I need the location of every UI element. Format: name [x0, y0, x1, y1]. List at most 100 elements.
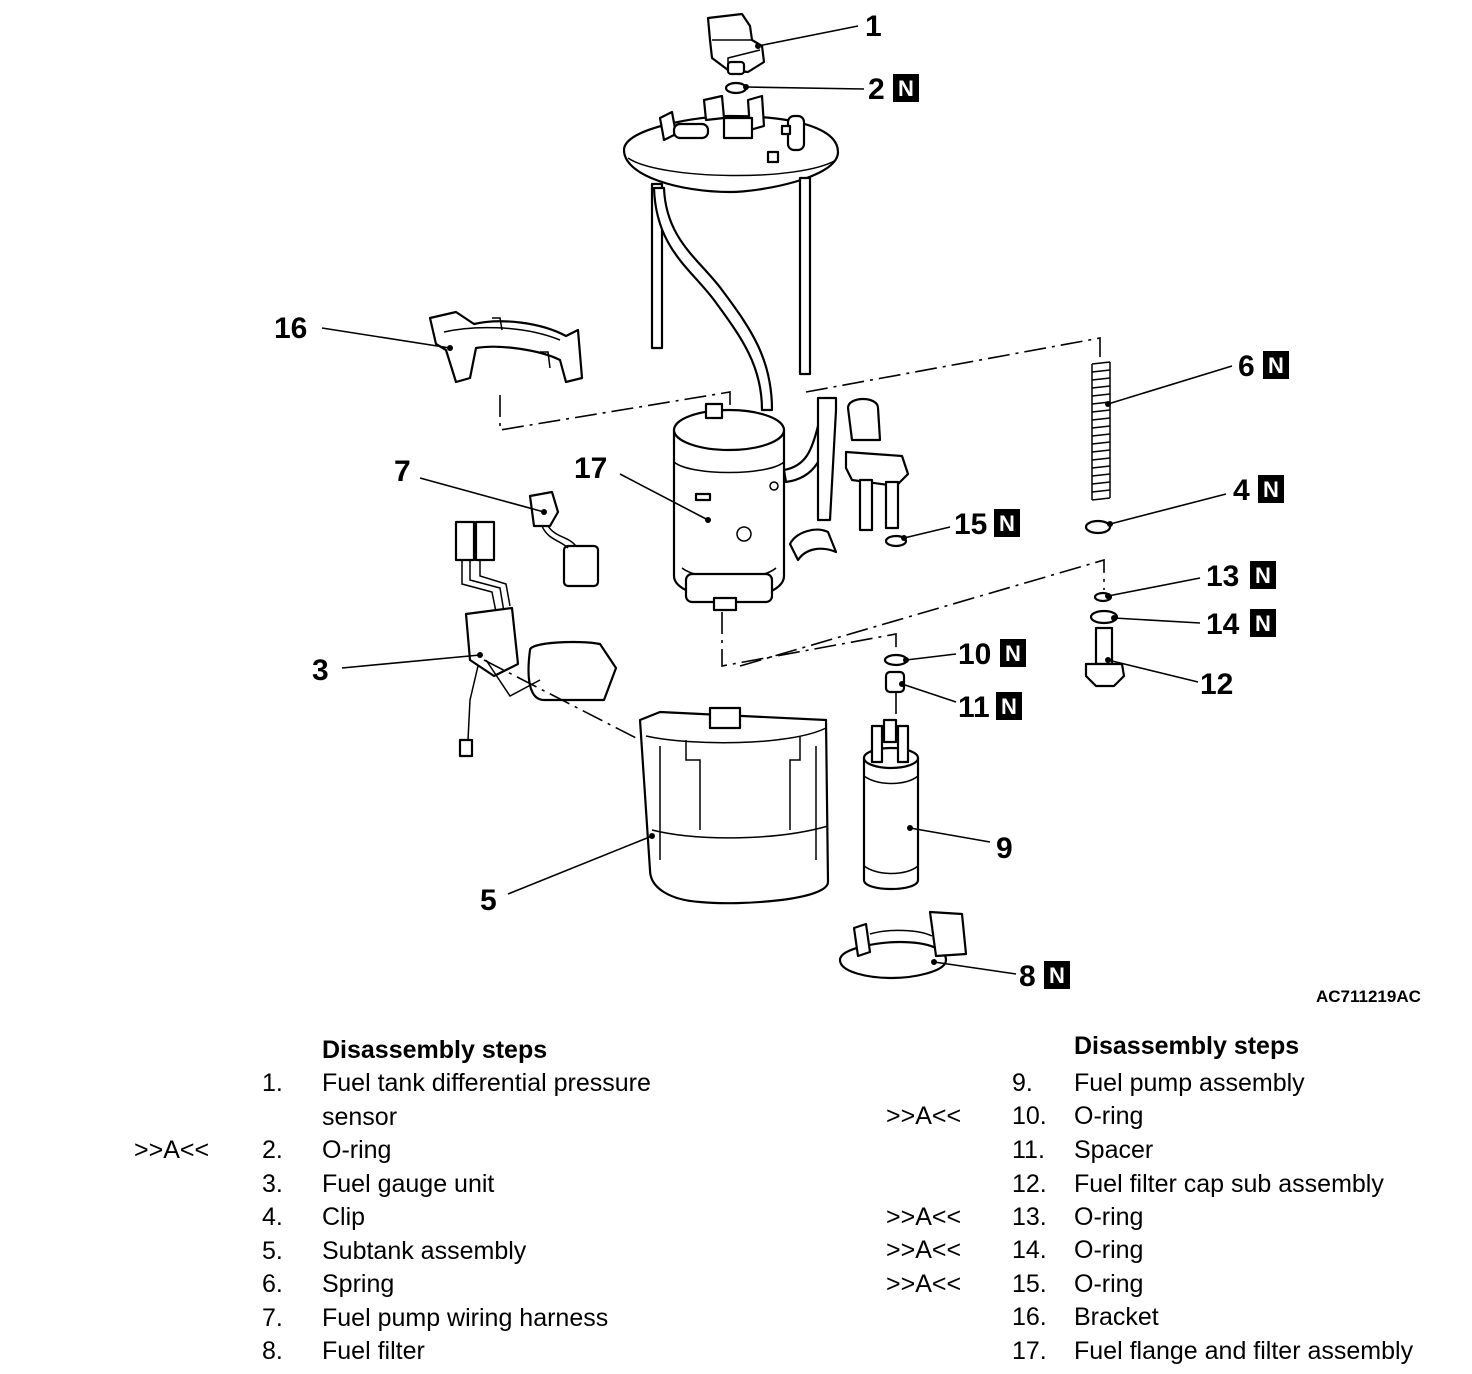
new-part-badge — [1044, 961, 1070, 989]
callout-6: 6 — [1238, 350, 1255, 383]
part-wiring-harness — [528, 490, 600, 588]
part-bracket — [428, 310, 584, 384]
step-number: 1. — [262, 1069, 283, 1097]
new-part-badge-text: N — [1268, 353, 1284, 378]
callout-16: 16 — [274, 312, 307, 345]
step-row: 8. Fuel filter — [0, 1335, 720, 1369]
step-number: 17. — [1012, 1337, 1047, 1365]
callout-14: 14 — [1206, 608, 1240, 641]
new-part-badge — [1000, 639, 1026, 667]
step-name: Spacer — [1074, 1136, 1154, 1164]
callout-13: 13 — [1206, 560, 1239, 593]
step-number: 13. — [1012, 1203, 1047, 1231]
callout-11: 11 — [958, 691, 990, 724]
callout-9: 9 — [996, 832, 1013, 865]
part-filter-cap — [1084, 626, 1126, 688]
step-mark: >>A<< — [886, 1203, 962, 1231]
part-subtank — [638, 706, 830, 905]
new-part-badge — [893, 74, 919, 102]
step-row: 3. Fuel gauge unit — [0, 1168, 720, 1202]
step-name: Spring — [322, 1270, 395, 1298]
leader-lines — [321, 25, 1233, 975]
step-number: 4. — [262, 1203, 283, 1231]
step-row: 4. Clip — [0, 1201, 720, 1235]
step-mark: >>A<< — [886, 1102, 962, 1130]
new-part-badge-text: N — [1005, 641, 1021, 666]
callout-10: 10 — [958, 638, 991, 671]
step-row: 6. Spring — [0, 1268, 720, 1302]
callout-17: 17 — [574, 452, 607, 485]
step-row: >>A<< 14. O-ring — [860, 1234, 1472, 1268]
new-part-badge — [1263, 351, 1289, 379]
step-number: 2. — [262, 1136, 283, 1164]
callout-8: 8 — [1019, 960, 1036, 993]
step-name: O-ring — [1074, 1203, 1144, 1231]
new-part-badge — [1258, 475, 1284, 503]
step-row: >>A<< 15. O-ring — [860, 1268, 1472, 1302]
step-name: Fuel pump wiring harness — [322, 1304, 609, 1332]
part-guide-rods — [650, 176, 812, 412]
new-part-badge-text: N — [1001, 694, 1017, 719]
step-row: 12. Fuel filter cap sub assembly — [860, 1168, 1472, 1202]
callout-2: 2 — [868, 73, 885, 106]
part-clip-4 — [1084, 519, 1112, 535]
callout-15: 15 — [954, 508, 987, 541]
alignment-lines — [483, 337, 1105, 741]
step-number: 14. — [1012, 1236, 1047, 1264]
step-number: 10. — [1012, 1102, 1047, 1130]
step-name: Fuel gauge unit — [322, 1170, 495, 1198]
step-row: 5. Subtank assembly — [0, 1235, 720, 1269]
steps-list-right: Disassembly steps 9. Fuel pump assembly … — [860, 1030, 1472, 1374]
callout-5: 5 — [480, 884, 497, 917]
step-row: >>A<< 13. O-ring — [860, 1201, 1472, 1235]
part-o-ring-15 — [884, 534, 908, 548]
step-mark: >>A<< — [134, 1136, 210, 1164]
new-part-badge — [994, 509, 1020, 537]
part-o-ring-14 — [1089, 609, 1119, 625]
step-name: Fuel filter — [322, 1337, 425, 1365]
figure-code: AC711219AC — [1316, 987, 1421, 1006]
part-filter-canister — [672, 402, 786, 612]
callout-7: 7 — [394, 455, 411, 488]
step-name: O-ring — [1074, 1236, 1144, 1264]
step-mark: >>A<< — [886, 1270, 962, 1298]
new-part-badge — [996, 692, 1022, 720]
step-mark: >>A<< — [886, 1236, 962, 1264]
step-row: 9. Fuel pump assembly — [860, 1067, 1472, 1101]
new-part-badge-text: N — [1255, 611, 1271, 636]
new-part-badge — [1250, 609, 1276, 637]
new-part-badge-text: N — [898, 76, 914, 101]
step-name: Fuel filter cap sub assembly — [1074, 1170, 1384, 1198]
step-number: 7. — [262, 1304, 283, 1332]
part-fuel-filter — [838, 910, 968, 980]
part-pressure-sensor — [706, 12, 766, 76]
callout-labels: 1 2 N 3 4 N 5 6 N 7 8 N 9 10 N 11 N 12 1… — [274, 10, 1421, 1006]
step-name: Subtank assembly — [322, 1237, 527, 1265]
steps-heading: Disassembly steps — [322, 1036, 548, 1064]
part-fuel-flange — [622, 94, 840, 194]
step-name: O-ring — [322, 1136, 392, 1164]
new-part-badge-text: N — [1255, 563, 1271, 588]
steps-heading: Disassembly steps — [1074, 1032, 1300, 1060]
callout-4: 4 — [1233, 474, 1250, 507]
step-name: O-ring — [1074, 1102, 1144, 1130]
step-row: 1. Fuel tank differential pressure — [0, 1067, 720, 1101]
step-name: Clip — [322, 1203, 366, 1231]
new-part-badge-text: N — [1049, 963, 1065, 988]
new-part-badge-text: N — [999, 511, 1015, 536]
step-name: Bracket — [1074, 1303, 1159, 1331]
step-row: 17. Fuel flange and filter assembly — [860, 1335, 1472, 1369]
step-number: 11. — [1012, 1136, 1045, 1164]
step-number: 12. — [1012, 1170, 1047, 1198]
step-number: 9. — [1012, 1069, 1033, 1097]
steps-list-left: Disassembly steps 1. Fuel tank different… — [0, 1034, 720, 1374]
step-name: Fuel tank differential pressure — [322, 1069, 651, 1097]
step-row: >>A<< 2. O-ring — [0, 1134, 720, 1168]
step-number: 5. — [262, 1237, 283, 1265]
step-name: Fuel pump assembly — [1074, 1069, 1305, 1097]
step-number: 3. — [262, 1170, 283, 1198]
part-fuel-pump — [862, 718, 920, 890]
new-part-badge — [1250, 561, 1276, 589]
callout-1: 1 — [865, 10, 882, 43]
step-number: 8. — [262, 1337, 283, 1365]
